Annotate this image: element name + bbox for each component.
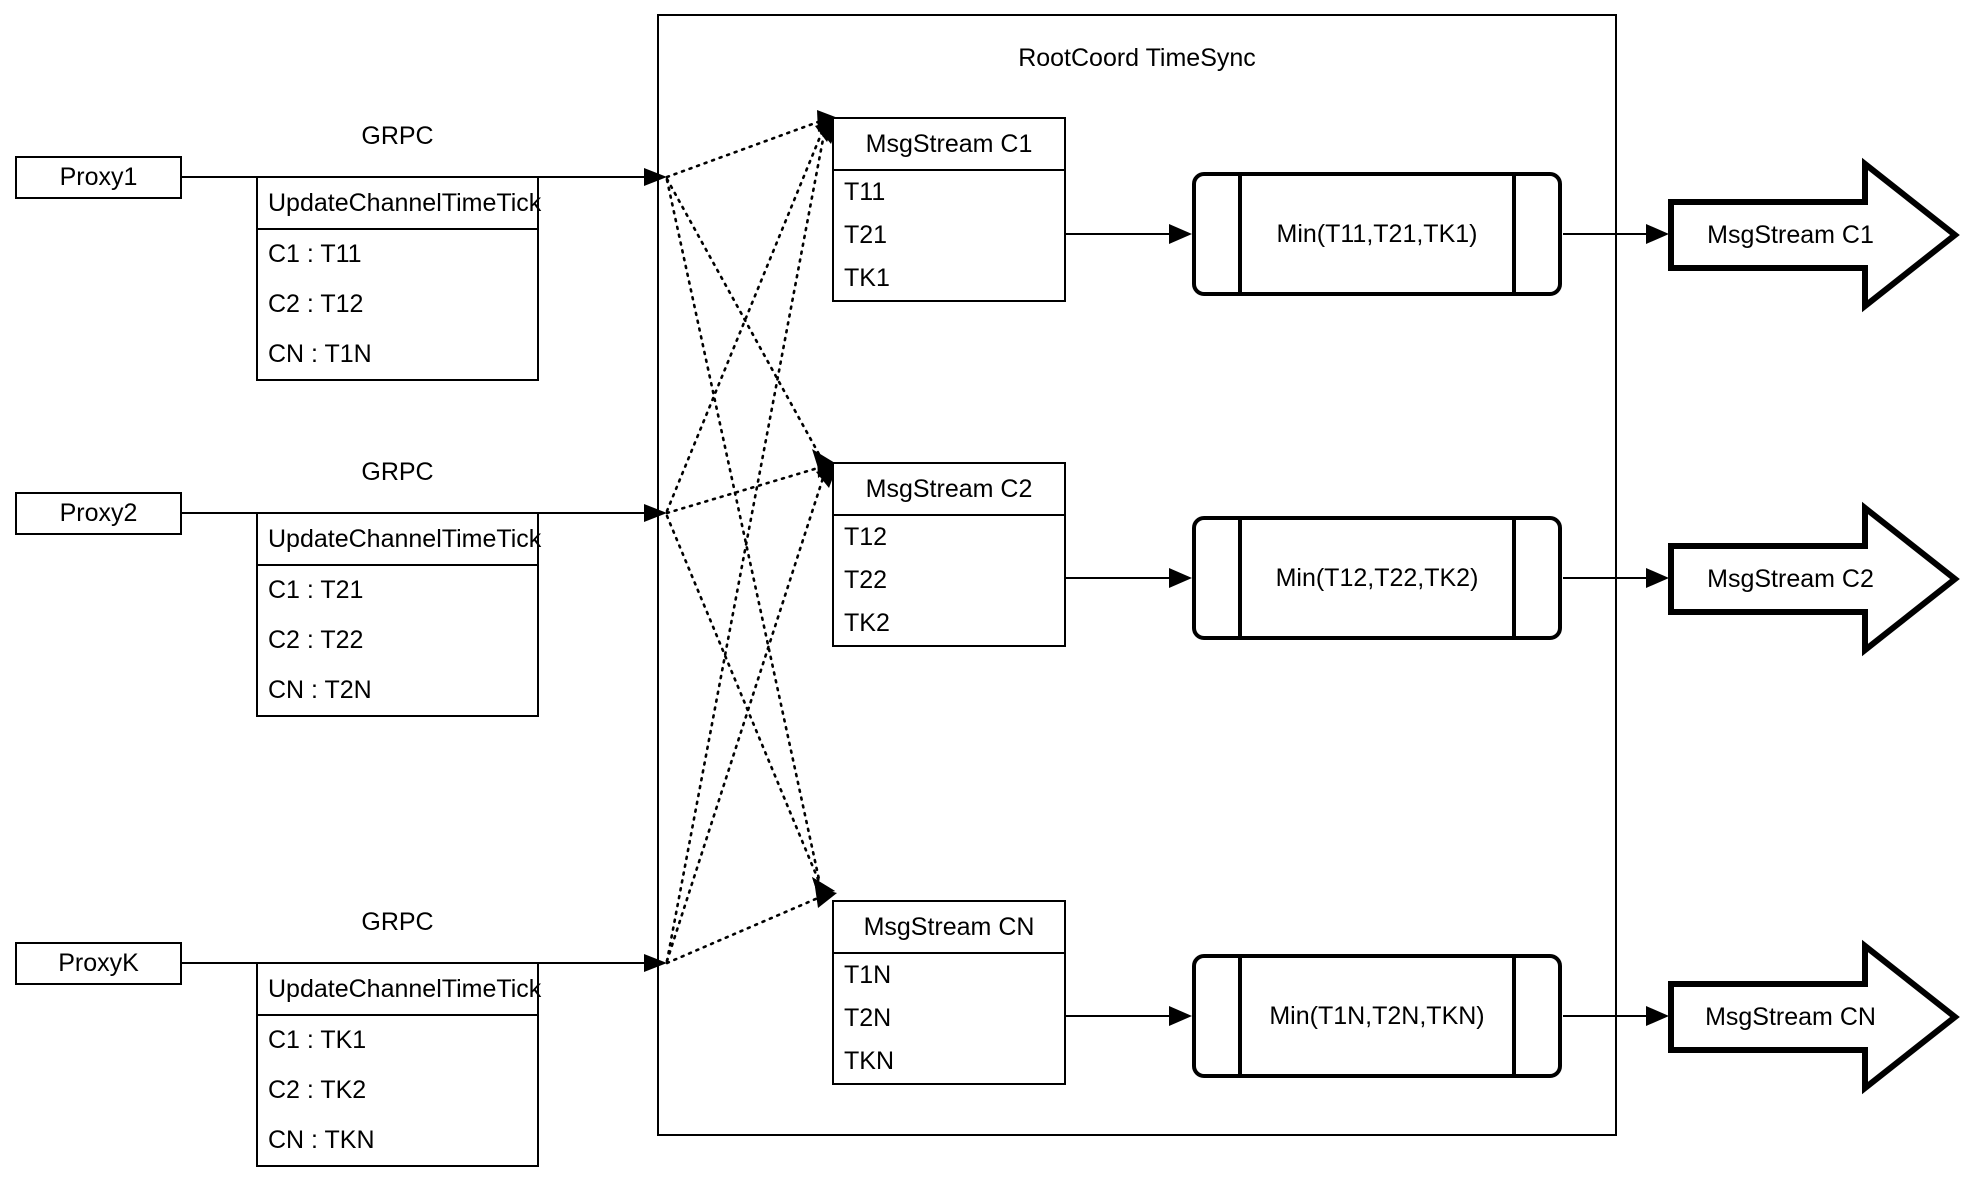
msgstream-header-1: MsgStream C1 [834, 119, 1064, 171]
rootcoord-timesync-container [657, 14, 1617, 1136]
process-to-output-1 [1563, 224, 1669, 244]
proxy-box-1[interactable]: Proxy1 [15, 156, 182, 199]
table-body-2: C1 : T21 C2 : T22 CN : T2N [258, 566, 537, 715]
grpc-label-1: GRPC [361, 122, 434, 150]
block-arrow-shape [1668, 501, 1960, 657]
process-to-output-2 [1563, 568, 1669, 588]
msgstream-header-2: MsgStream C2 [834, 464, 1064, 516]
table-row: T21 [844, 221, 888, 249]
grpc-label-3: GRPC [361, 908, 434, 936]
table-row: C2 : T12 [268, 290, 364, 318]
updatechanneltimetick-table-2: UpdateChannelTimeTick C1 : T21 C2 : T22 … [256, 512, 541, 717]
block-arrow-shape [1668, 157, 1960, 313]
table-header-3: UpdateChannelTimeTick [258, 964, 541, 1016]
table-row: T12 [844, 523, 888, 551]
min-process-label-3: Min(T1N,T2N,TKN) [1269, 1001, 1485, 1030]
process-bar-left [1238, 520, 1242, 636]
table-row: C2 : TK2 [268, 1076, 367, 1104]
table-row: CN : TKN [268, 1125, 375, 1154]
updatechanneltimetick-table-1: UpdateChannelTimeTick C1 : T11 C2 : T12 … [256, 176, 541, 381]
table-body-1: C1 : T11 C2 : T12 CN : T1N [258, 230, 537, 379]
proxy-label-2: Proxy2 [59, 499, 138, 527]
block-arrow-shape [1668, 939, 1960, 1095]
table-header-2: UpdateChannelTimeTick [258, 514, 541, 566]
process-to-output-3 [1563, 1006, 1669, 1026]
table-body-3: C1 : TK1 C2 : TK2 CN : TKN [258, 1016, 537, 1165]
min-process-label-1: Min(T11,T21,TK1) [1276, 219, 1478, 248]
process-bar-right [1512, 520, 1516, 636]
process-bar-left [1238, 958, 1242, 1074]
output-arrow-3: MsgStream CN [1668, 939, 1969, 1095]
min-process-label-2: Min(T12,T22,TK2) [1275, 563, 1479, 592]
rootcoord-timesync-title: RootCoord TimeSync [1018, 44, 1256, 72]
table-row: C1 : TK1 [268, 1026, 367, 1055]
output-arrow-label-3: MsgStream CN [1705, 1002, 1876, 1031]
updatechanneltimetick-table-3: UpdateChannelTimeTick C1 : TK1 C2 : TK2 … [256, 962, 541, 1167]
output-arrow-label-2: MsgStream C2 [1707, 564, 1874, 593]
proxy-box-3[interactable]: ProxyK [15, 942, 182, 985]
process-bar-right [1512, 176, 1516, 292]
proxy-box-2[interactable]: Proxy2 [15, 492, 182, 535]
table-row: C1 : T11 [268, 240, 362, 269]
msgstream-body-3: T1N T2N TKN [834, 954, 1064, 1083]
process-bar-right [1512, 958, 1516, 1074]
table-header-1: UpdateChannelTimeTick [258, 178, 541, 230]
msgstream-header-3: MsgStream CN [834, 902, 1064, 954]
proxy-label-1: Proxy1 [59, 163, 138, 191]
proxy-label-3: ProxyK [58, 949, 139, 977]
msgstream-table-2: MsgStream C2 T12 T22 TK2 [832, 462, 1066, 647]
table-row: T11 [844, 178, 886, 206]
table-row: T1N [844, 961, 892, 989]
process-bar-left [1238, 176, 1242, 292]
stream-to-process-1 [1066, 224, 1192, 244]
output-arrow-1: MsgStream C1 [1668, 157, 1969, 313]
output-arrow-2: MsgStream C2 [1668, 501, 1969, 657]
table-row: C1 : T21 [268, 576, 364, 605]
table-row: T22 [844, 566, 888, 594]
timetick-edge-3-3 [665, 887, 837, 965]
table-row: TK2 [844, 609, 890, 637]
msgstream-table-1: MsgStream C1 T11 T21 TK1 [832, 117, 1066, 302]
output-arrow-label-1: MsgStream C1 [1707, 220, 1874, 249]
stream-to-process-2 [1066, 568, 1192, 588]
table-row: TKN [844, 1047, 894, 1075]
table-row: T2N [844, 1004, 892, 1032]
table-row: CN : T2N [268, 675, 372, 704]
msgstream-body-2: T12 T22 TK2 [834, 516, 1064, 645]
min-process-2: Min(T12,T22,TK2) [1192, 516, 1562, 640]
stream-to-process-3 [1066, 1006, 1192, 1026]
min-process-1: Min(T11,T21,TK1) [1192, 172, 1562, 296]
msgstream-table-3: MsgStream CN T1N T2N TKN [832, 900, 1066, 1085]
table-row: TK1 [844, 264, 890, 292]
grpc-label-2: GRPC [361, 458, 434, 486]
min-process-3: Min(T1N,T2N,TKN) [1192, 954, 1562, 1078]
table-row: C2 : T22 [268, 626, 364, 654]
table-row: CN : T1N [268, 339, 372, 368]
msgstream-body-1: T11 T21 TK1 [834, 171, 1064, 300]
